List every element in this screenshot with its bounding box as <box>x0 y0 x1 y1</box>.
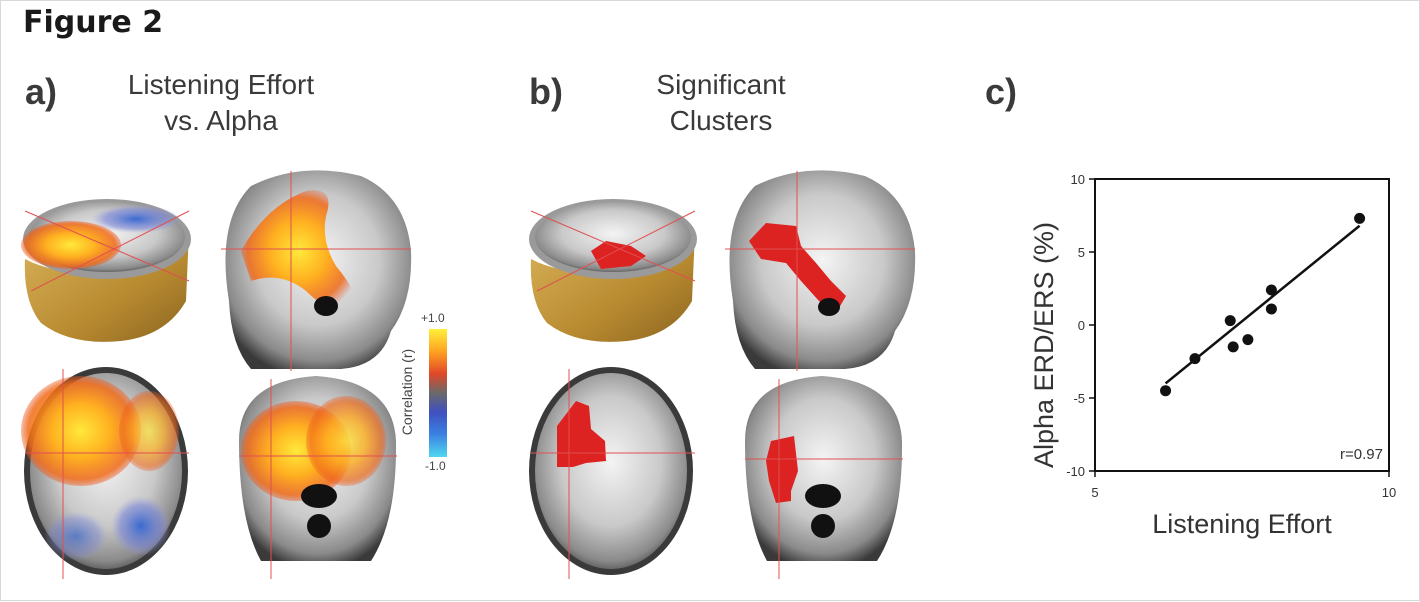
data-point <box>1354 212 1366 224</box>
y-axis-label: Alpha ERD/ERS (%) <box>1029 222 1059 468</box>
panel-b-title: Significant Clusters <box>611 67 831 139</box>
plot-frame <box>1094 178 1390 472</box>
y-tick-label: -10 <box>1066 464 1085 479</box>
colorbar-max-label: +1.0 <box>421 311 445 325</box>
x-axis-label: Listening Effort <box>1152 509 1332 539</box>
correlation-annotation: r=0.97 <box>1340 446 1383 463</box>
colorbar-min-label: -1.0 <box>425 459 446 473</box>
panel-a-coronal-slice <box>239 376 397 579</box>
data-point <box>1189 353 1201 365</box>
y-tick-label: 10 <box>1071 172 1085 187</box>
panel-b-axial-slice <box>529 367 695 579</box>
panel-a-head-render <box>21 199 191 342</box>
panel-b-title-line2: Clusters <box>669 105 773 136</box>
panel-a-title-line2: vs. Alpha <box>164 105 278 136</box>
panel-c-letter: c) <box>985 71 1018 112</box>
colorbar-gradient <box>429 329 447 457</box>
panel-a-letter: a) <box>25 71 58 112</box>
panel-b-title-line1: Significant <box>656 69 786 100</box>
x-tick-label: 5 <box>1091 485 1098 500</box>
data-point <box>1224 315 1236 327</box>
data-point <box>1227 341 1239 353</box>
x-tick-label: 10 <box>1382 485 1396 500</box>
panel-a-title-line1: Listening Effort <box>127 69 315 100</box>
panel-b-letter: b) <box>529 71 563 112</box>
panel-b-coronal-slice <box>745 376 903 579</box>
panel-b-head-render <box>529 199 697 342</box>
panel-a-axial-slice <box>21 367 189 579</box>
data-point <box>1265 303 1277 315</box>
data-point <box>1242 334 1254 346</box>
y-tick-label: 0 <box>1078 318 1085 333</box>
panel-b-sagittal-slice <box>725 170 916 371</box>
panel-a-sagittal-slice <box>221 170 412 371</box>
figure-title: Figure 2 <box>23 5 164 40</box>
data-point <box>1265 284 1277 296</box>
y-tick-label: 5 <box>1078 245 1085 260</box>
panel-a-title: Listening Effort vs. Alpha <box>101 67 341 139</box>
data-point <box>1160 385 1172 397</box>
y-tick-label: -5 <box>1073 391 1085 406</box>
